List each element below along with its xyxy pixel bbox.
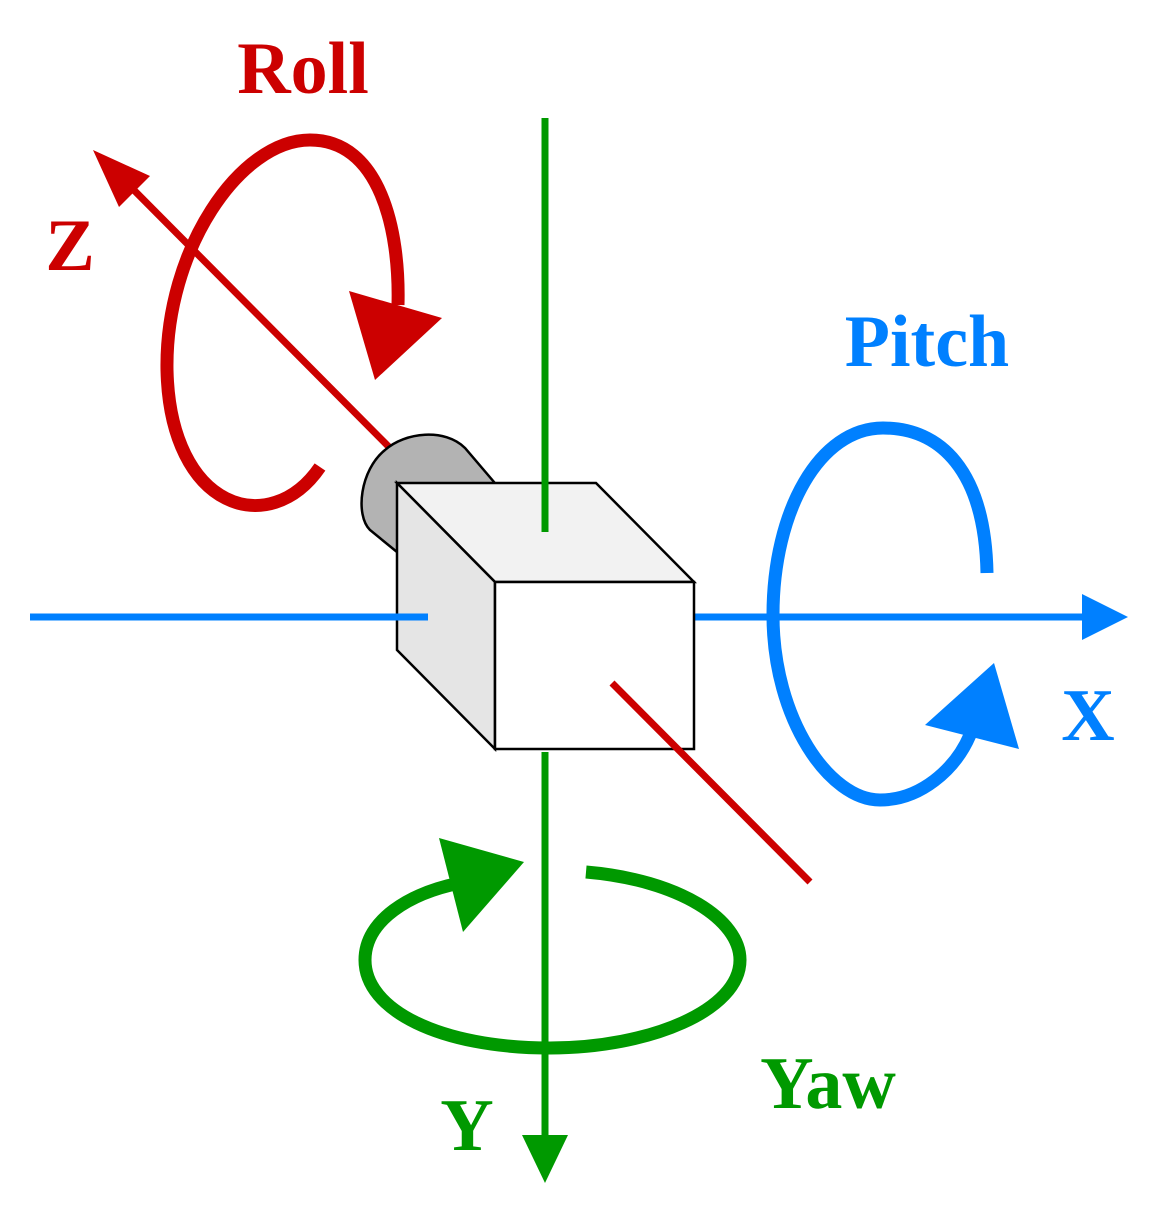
yaw-label: Yaw — [760, 1043, 896, 1125]
y-axis — [522, 752, 568, 1183]
z-axis-arrowhead — [93, 150, 150, 207]
camera-front-face — [493, 580, 696, 751]
yaw-rotation-arrow — [358, 838, 747, 1055]
z-axis-line-front — [609, 680, 813, 885]
x-axis-arrowhead — [1082, 594, 1128, 640]
roll-label: Roll — [237, 28, 369, 110]
z-axis-label: Z — [45, 205, 94, 287]
roll-rotation-arrow — [160, 133, 442, 512]
x-axis-label: X — [1061, 675, 1114, 757]
roll-arrowhead — [349, 291, 442, 380]
pitch-arrowhead — [925, 663, 1019, 749]
y-axis-label: Y — [440, 1085, 493, 1167]
pitch-rotation-arrow — [766, 421, 1019, 807]
y-axis-arrowhead — [522, 1135, 568, 1183]
yaw-arrowhead — [439, 838, 524, 932]
pitch-label: Pitch — [845, 301, 1009, 383]
camera-body — [394, 479, 697, 753]
yaw-arc — [358, 865, 747, 1055]
pitch-arc — [766, 421, 994, 807]
z-axis-line — [109, 165, 393, 451]
z-axis — [93, 150, 393, 451]
roll-arc — [160, 133, 405, 512]
